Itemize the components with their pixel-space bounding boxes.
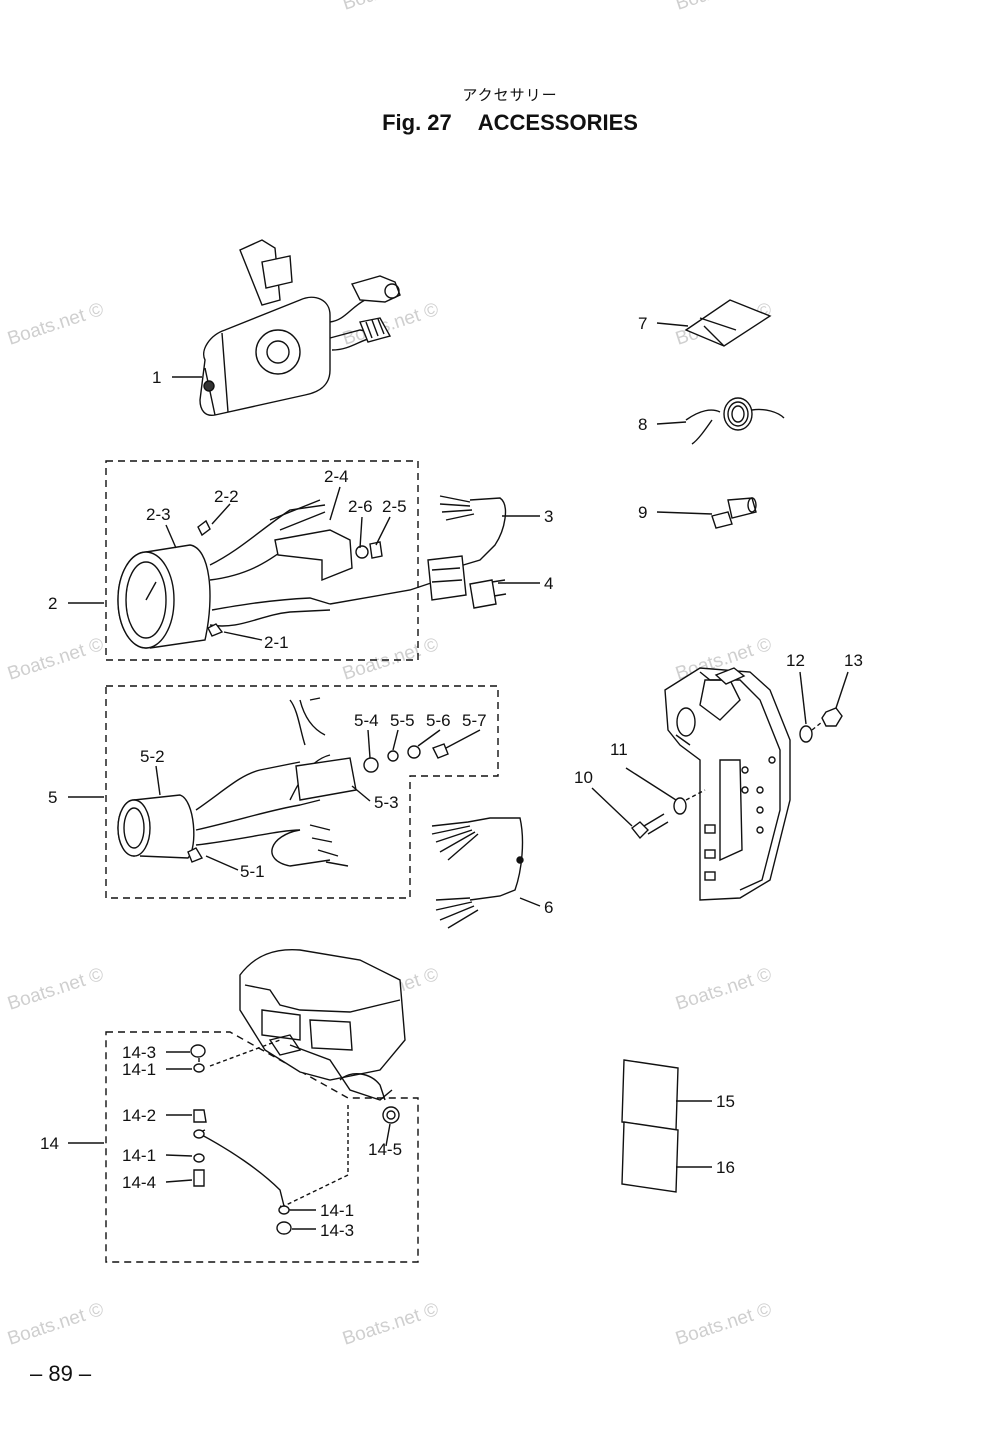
- watermark: Boats.net ©: [5, 634, 106, 685]
- callout-2-2: 2-2: [214, 487, 239, 506]
- cowling-lever-assembly: [190, 948, 406, 1235]
- watermark: Boats.net ©: [673, 1299, 774, 1350]
- bolt-10: [631, 813, 669, 840]
- washer-11: [673, 797, 687, 815]
- callout-14-3: 14-3: [320, 1221, 354, 1240]
- callout-8: 8: [638, 415, 647, 434]
- callout-2-5: 2-5: [382, 497, 407, 516]
- callout-2: 2: [48, 594, 57, 613]
- watermark: Boats.net ©: [673, 964, 774, 1015]
- leader-lines: [68, 322, 849, 1230]
- callout-11: 11: [610, 740, 628, 759]
- pin-9: [711, 497, 757, 529]
- callout-14: 14: [40, 1134, 59, 1153]
- callout-2-6: 2-6: [348, 497, 373, 516]
- callout-14-4: 14-4: [122, 1173, 156, 1192]
- callout-5-1: 5-1: [240, 862, 265, 881]
- callout-14-3: 14-3: [122, 1043, 156, 1062]
- wire-harness-3: [427, 495, 507, 601]
- figure-title: Fig. 27 ACCESSORIES: [0, 110, 1000, 136]
- figure-subtitle-jp: アクセサリー: [462, 86, 558, 104]
- trim-meter: [117, 697, 449, 867]
- callout-7: 7: [638, 314, 647, 333]
- pad-7: [684, 299, 772, 347]
- callout-3: 3: [544, 507, 553, 526]
- connector-4: [469, 579, 507, 609]
- watermark: Boats.net ©: [5, 299, 106, 350]
- callout-14-1: 14-1: [122, 1146, 156, 1165]
- group-box-2: [105, 460, 419, 661]
- spring-8: [685, 397, 785, 445]
- plate-16: [621, 1121, 679, 1193]
- callout-15: 15: [716, 1092, 735, 1111]
- group-box-14: [105, 1031, 419, 1263]
- callout-2-3: 2-3: [146, 505, 171, 524]
- group-box-5: [105, 685, 499, 899]
- callout-5-6: 5-6: [426, 711, 451, 730]
- watermark: Boats.net ©: [340, 1299, 441, 1350]
- callout-2-4: 2-4: [324, 467, 349, 486]
- callout-5: 5: [48, 788, 57, 807]
- page-number: – 89 –: [30, 1361, 92, 1386]
- nut-13: [821, 707, 843, 727]
- watermark: Boats.net ©: [340, 634, 441, 685]
- callout-14-5: 14-5: [368, 1140, 402, 1159]
- callout-5-3: 5-3: [374, 793, 399, 812]
- callout-16: 16: [716, 1158, 735, 1177]
- callout-5-5: 5-5: [390, 711, 415, 730]
- washer-12: [799, 725, 813, 743]
- callout-14-2: 14-2: [122, 1106, 156, 1125]
- remote-control-box: [199, 239, 401, 417]
- clamp-bracket: [664, 667, 791, 901]
- callout-6: 6: [544, 898, 553, 917]
- callout-13: 13: [844, 651, 863, 670]
- callout-5-7: 5-7: [462, 711, 487, 730]
- watermark: Boats.net ©: [340, 0, 441, 15]
- watermark: Boats.net ©: [5, 964, 106, 1015]
- callout-labels: 1 2 2-1 2-2 2-3 2-4 2-5 2-6 3 4 5 5-1 5-…: [40, 314, 863, 1240]
- tachometer-meter: [117, 499, 441, 649]
- callout-1: 1: [152, 368, 161, 387]
- callout-5-4: 5-4: [354, 711, 379, 730]
- callout-14-1: 14-1: [320, 1201, 354, 1220]
- callout-10: 10: [574, 768, 593, 787]
- figure-number: Fig. 27: [382, 110, 452, 135]
- watermark: Boats.net ©: [5, 1299, 106, 1350]
- watermark: Boats.net ©: [673, 0, 774, 15]
- callout-4: 4: [544, 574, 553, 593]
- plate-15: [621, 1059, 679, 1131]
- figure-name: ACCESSORIES: [477, 110, 638, 135]
- wire-leads-6: [431, 817, 524, 929]
- callout-5-2: 5-2: [140, 747, 165, 766]
- callout-2-1: 2-1: [264, 633, 289, 652]
- callout-14-1: 14-1: [122, 1060, 156, 1079]
- callout-12: 12: [786, 651, 805, 670]
- callout-9: 9: [638, 503, 647, 522]
